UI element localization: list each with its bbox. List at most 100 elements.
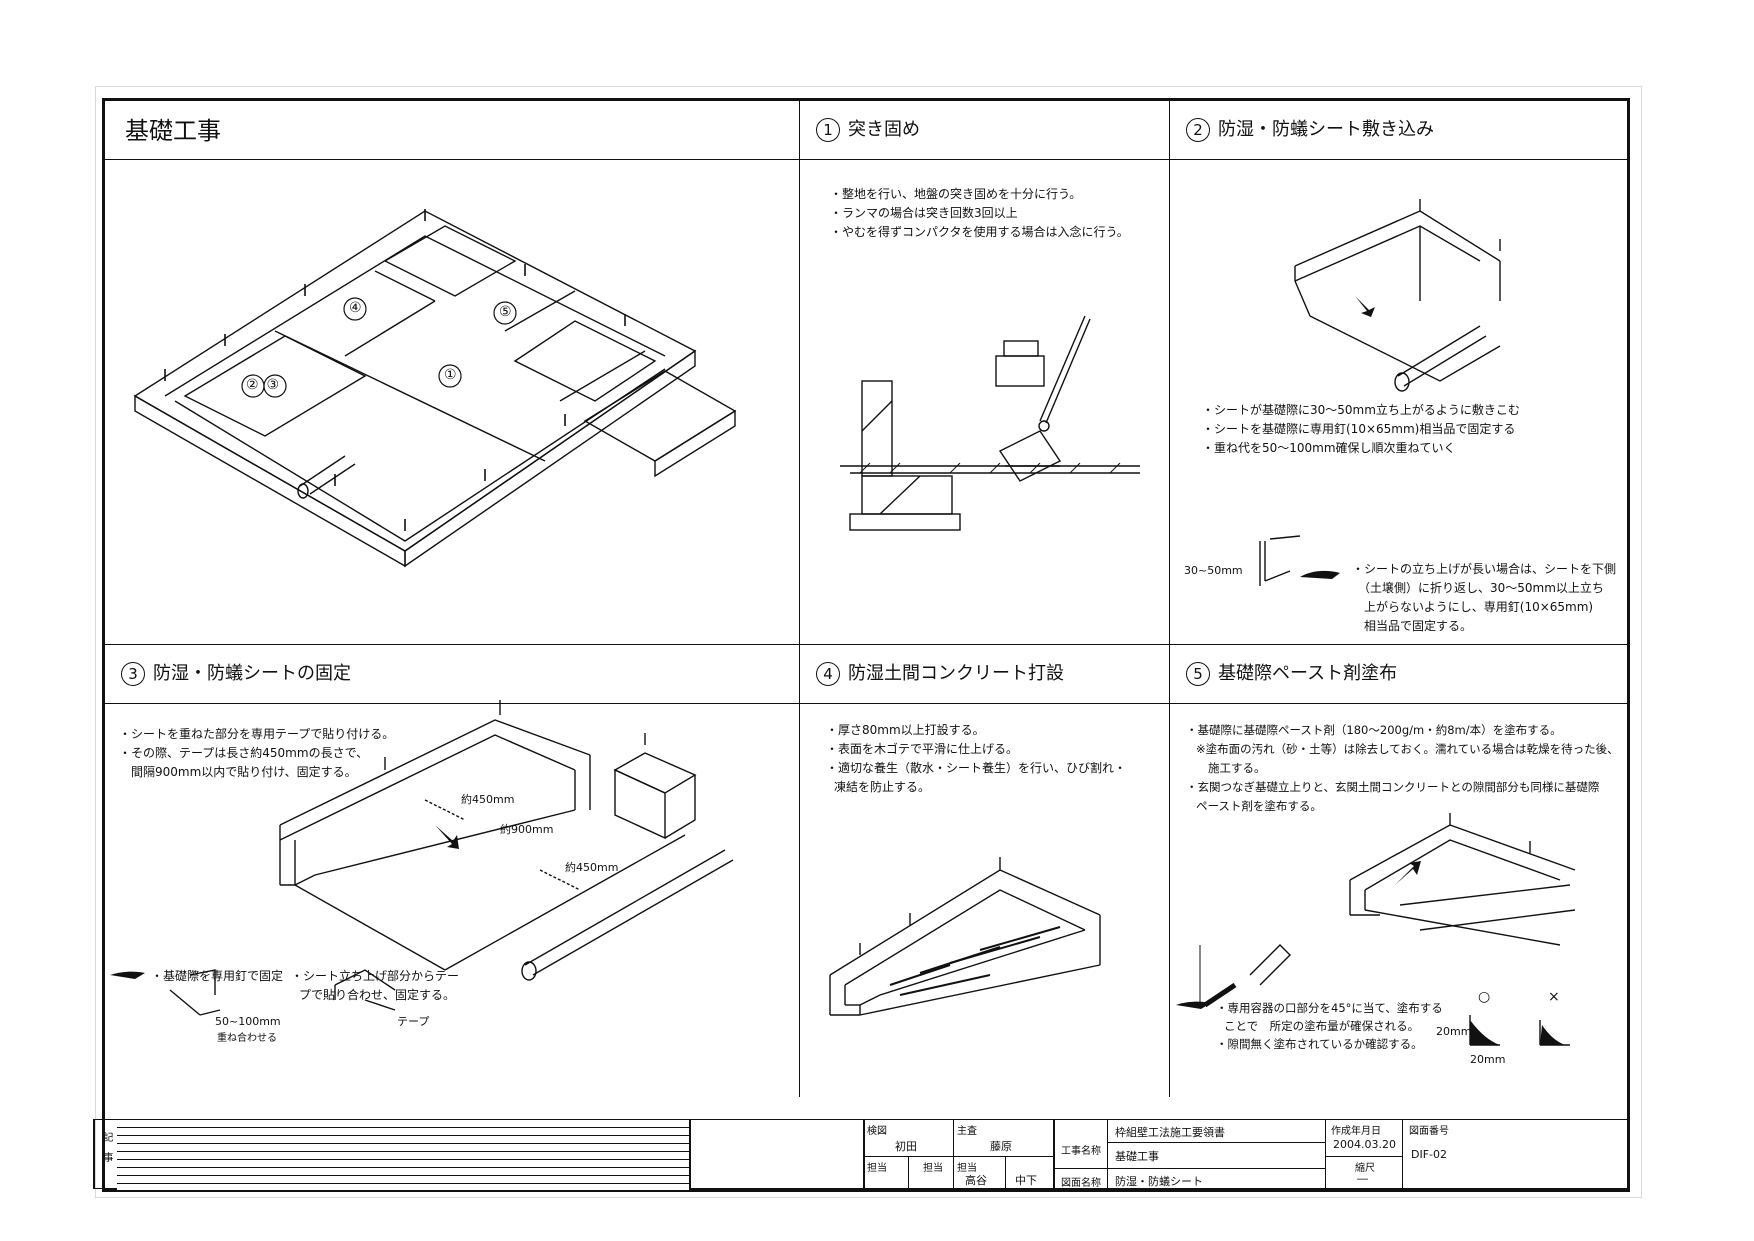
project-sub: 基礎工事 [1115,1150,1159,1163]
panel-5-container-note: ことで 所定の塗布量が確保される。 [1224,1019,1420,1033]
sheet-laying-illustration [1259,199,1501,586]
date-value: 2004.03.20 [1333,1138,1396,1151]
panel-4-note: 凍結を防止する。 [834,780,931,794]
tape-length-label-1: 約450mm [461,793,515,806]
panel-2-notes: ・シートが基礎際に30〜50mm立ち上がるように敷きこむ ・シートを基礎際に専用… [1202,401,1520,458]
panel-paste: 5 基礎際ペースト剤塗布 ・基礎際に基礎際ペースト剤（180〜200g/m・約8m… [1170,645,1630,1097]
bead-height-label: 20mm [1436,1025,1472,1038]
kensa-label: 検図 [867,1126,887,1137]
tanto-3: 担当 [957,1163,977,1174]
bead-width-label: 20mm [1470,1053,1506,1066]
panel-2-dimension-label: 30~50mm [1184,564,1243,577]
panel-4-header: 4 防湿土間コンクリート打設 [800,645,1169,704]
title-block: 記 事 検図 初田 主査 藤原 担当 担当 担当 高谷 中下 工事名称 枠組壁工… [93,1119,1630,1190]
panel-concrete: 4 防湿土間コンクリート打設 ・厚さ80mm以上打設する。 ・表面を木ゴテで平滑に… [800,645,1170,1097]
tape-length-label-2: 約450mm [565,861,619,874]
grid-h2 [1107,1142,1325,1143]
panel-2-note: ・シートが基礎際に30〜50mm立ち上がるように敷きこむ [1202,403,1520,417]
remarks-lines [117,1120,689,1190]
panel-1-notes: ・整地を行い、地盤の突き固めを十分に行う。 ・ランマの場合は突き回数3回以上 ・… [830,185,1129,242]
panel-4-title-text: 防湿土間コンクリート打設 [848,663,1064,684]
drawing-number: DIF-02 [1411,1148,1448,1161]
shusa-name: 藤原 [990,1140,1012,1153]
project-label: 工事名称 [1061,1146,1101,1157]
panel-2-title-text: 防湿・防蟻シート敷き込み [1218,119,1434,140]
grid-v5 [1107,1120,1108,1190]
grid-h4 [1325,1156,1402,1157]
ghost-sheet-border [95,86,1642,1198]
tape-label: テープ [397,1015,430,1028]
tape-interval-label: 約900mm [500,823,554,836]
panel-5-container-notes: ・専用容器の口部分を45°に当て、塗布する ことで 所定の塗布量が確保される。 … [1216,999,1443,1053]
grid-v4 [1053,1120,1055,1190]
panel-2-note: ・シートを基礎際に専用釘(10×65mm)相当品で固定する [1202,422,1516,436]
panel-2-fold-notes: ・シートの立ち上げが長い場合は、シートを下側 （土壌側）に折り返し、30〜50m… [1352,560,1616,636]
panel-5-note: ※塗布面の汚れ（砂・土等）は除去しておく。濡れている場合は乾燥を待った後、 [1196,742,1619,756]
panel-3-tape-note: プで貼り合わせ、固定する。 [299,988,456,1002]
paste-illustration [1176,813,1576,1046]
remarks-end [689,1120,691,1190]
overlap-sublabel: 重ね合わせる [217,1033,277,1044]
panel-5-container-note: ・隙間無く塗布されているか確認する。 [1216,1037,1423,1051]
number-label: 図面番号 [1409,1126,1449,1137]
stamp-end [863,1120,865,1190]
overview-marker-1: ① [444,367,457,383]
drawing-label: 図面名称 [1061,1178,1101,1189]
scale-label: 縮尺 [1355,1163,1375,1174]
grid-v6 [1325,1120,1326,1190]
kensa-name: 初田 [895,1140,917,1153]
overview-header: 基礎工事 [105,101,799,160]
grid-v1 [953,1120,954,1190]
overview-marker-4: ④ [349,300,362,316]
step-number-3: 3 [121,662,145,686]
good-mark: ○ [1478,989,1491,1005]
panel-4-note: ・表面を木ゴテで平滑に仕上げる。 [826,742,1019,756]
overview-marker-5: ⑤ [499,304,512,320]
rammer-illustration [840,315,1140,531]
bad-mark: × [1548,989,1560,1005]
step-number-5: 5 [1186,662,1210,686]
panel-3-tape-notes: ・シート立ち上げ部分からテー プで貼り合わせ、固定する。 [291,967,459,1005]
tanto-2: 担当 [923,1163,943,1174]
drawing-sheet: 基礎工事 [93,98,1630,1192]
panel-overview: 基礎工事 [105,101,800,645]
panel-2-note: ・重ね代を50〜100mm確保し順次重ねていく [1202,441,1456,455]
overview-marker-23: ②③ [246,377,288,393]
tanto-1: 担当 [867,1163,887,1174]
panel-5-note: ・基礎際に基礎際ペースト剤（180〜200g/m・約8m/本）を塗布する。 [1186,723,1562,737]
overlap-label: 50~100mm [215,1015,281,1028]
grid-v7 [1402,1120,1403,1190]
panel-3-note: ・シートを重ねた部分を専用テープで貼り付ける。 [119,727,395,741]
step-number-1: 1 [816,118,840,142]
panel-3-header: 3 防湿・防蟻シートの固定 [105,645,799,704]
step-number-4: 4 [816,662,840,686]
panel-2-fold-note: 相当品で固定する。 [1364,619,1473,633]
panel-1-note: ・ランマの場合は突き回数3回以上 [830,206,1018,220]
scale-value: ― [1357,1172,1368,1185]
panel-3-title: 3 防湿・防蟻シートの固定 [121,659,351,686]
drawing-name: 防湿・防蟻シート [1115,1175,1203,1188]
panel-1-note: ・やむを得ずコンパクタを使用する場合は入念に行う。 [830,225,1129,239]
panel-4-notes: ・厚さ80mm以上打設する。 ・表面を木ゴテで平滑に仕上げる。 ・適切な養生（散… [826,721,1126,797]
panel-5-container-note: ・専用容器の口部分を45°に当て、塗布する [1216,1001,1443,1015]
panel-5-note: ペースト剤を塗布する。 [1196,799,1322,813]
tanto-3-name: 高谷 [965,1174,987,1187]
panel-sheet-fixing: 3 防湿・防蟻シートの固定 ・シートを重ねた部分を専用テープで貼り付ける。 ・その… [105,645,800,1097]
panel-2-fold-note: 上がらないようにし、専用釘(10×65mm) [1364,600,1594,614]
panel-4-note: ・適切な養生（散水・シート養生）を行い、ひび割れ・ [826,761,1127,775]
panel-2-fold-note: ・シートの立ち上げが長い場合は、シートを下側 [1352,562,1617,576]
panel-3-title-text: 防湿・防蟻シートの固定 [153,663,351,684]
panel-5-notes: ・基礎際に基礎際ペースト剤（180〜200g/m・約8m/本）を塗布する。 ※塗… [1186,721,1619,816]
panel-5-header: 5 基礎際ペースト剤塗布 [1170,645,1630,704]
panel-4-note: ・厚さ80mm以上打設する。 [826,723,985,737]
panel-5-title: 5 基礎際ペースト剤塗布 [1186,659,1397,686]
panel-1-note: ・整地を行い、地盤の突き固めを十分に行う。 [830,187,1082,201]
tanto-3-name-2: 中下 [1015,1174,1037,1187]
panel-5-title-text: 基礎際ペースト剤塗布 [1218,663,1398,684]
panel-3-note: ・その際、テープは長さ約450mmの長さで、 [119,746,369,760]
grid-v3 [1005,1156,1006,1190]
